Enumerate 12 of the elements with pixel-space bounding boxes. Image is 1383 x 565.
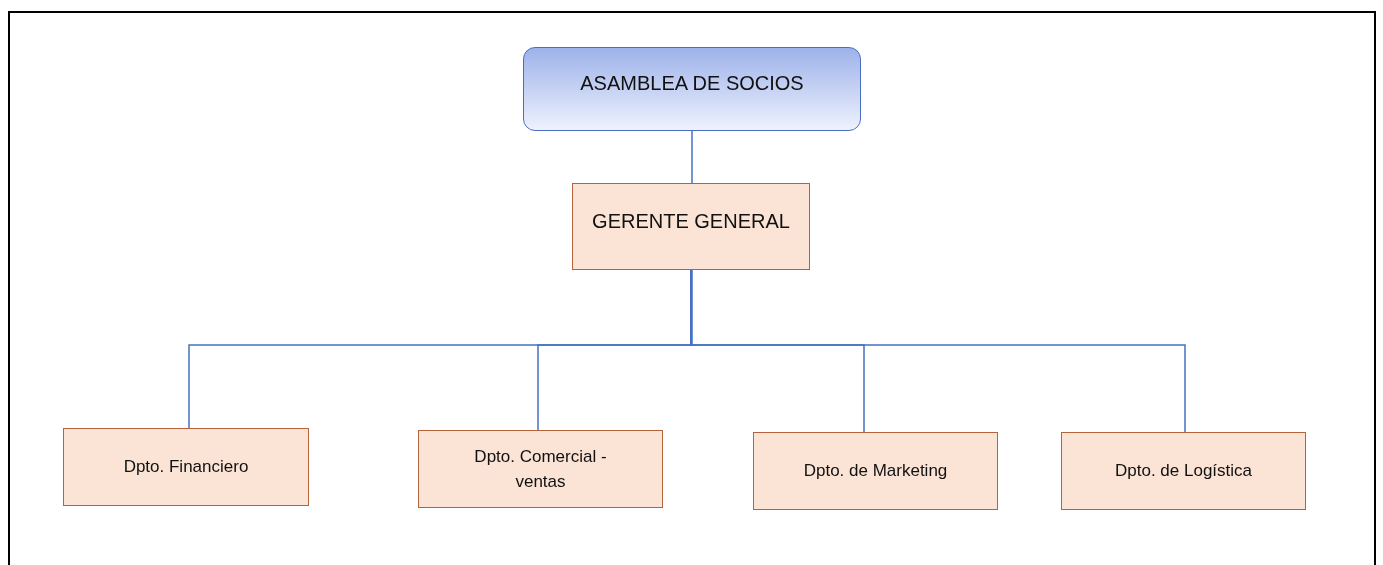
org-box <box>418 430 663 508</box>
box-label: ASAMBLEA DE SOCIOS <box>580 71 804 96</box>
box-label: GERENTE GENERAL <box>592 208 790 234</box>
org-box <box>753 432 998 510</box>
rounded-box <box>523 47 861 131</box>
box-label: Dpto. Financiero <box>123 456 249 479</box>
box-label: Dpto. Comercial - ventas <box>473 445 608 493</box>
org-box <box>1061 432 1306 510</box>
org-box <box>572 183 810 270</box>
org-box <box>63 428 309 506</box>
box-label: Dpto. de Logística <box>1115 460 1252 483</box>
box-label: Dpto. de Marketing <box>803 460 948 483</box>
